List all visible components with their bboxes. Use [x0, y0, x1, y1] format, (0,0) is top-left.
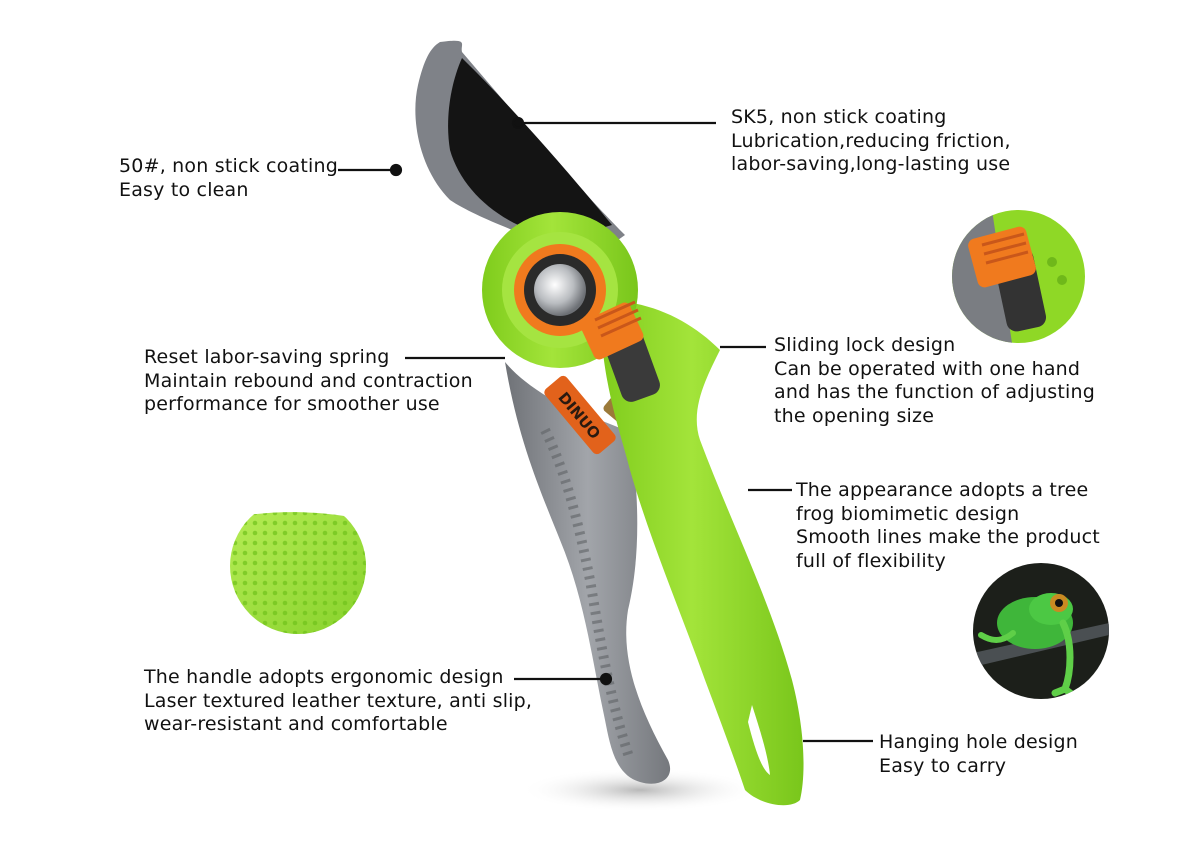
callout-line: Smooth lines make the product	[796, 526, 1100, 548]
callout-line: Maintain rebound and contraction	[144, 369, 473, 392]
callout-blade-lower: 50#, non stick coating Easy to clean	[119, 155, 338, 202]
callout-line: 50#, non stick coating	[119, 155, 338, 177]
callout-line: Hanging hole design	[879, 731, 1078, 753]
leader-lines	[338, 116, 873, 743]
callout-line: Can be operated with one hand	[774, 357, 1081, 380]
callout-handle: The handle adopts ergonomic design Laser…	[144, 666, 532, 737]
callout-line: Sliding lock design	[774, 334, 956, 356]
callout-line: Easy to carry	[879, 754, 1007, 777]
callout-line: SK5, non stick coating	[731, 106, 947, 128]
cutting-blade	[448, 58, 612, 233]
callout-blade-upper: SK5, non stick coating Lubrication,reduc…	[731, 106, 1011, 177]
callout-line: wear-resistant and comfortable	[144, 713, 448, 735]
callout-line: Easy to clean	[119, 178, 249, 201]
callout-line: frog biomimetic design	[796, 502, 1020, 525]
callout-line: performance for smoother use	[144, 393, 440, 415]
callout-spring: Reset labor-saving spring Maintain rebou…	[144, 346, 473, 417]
product-shadow	[520, 768, 760, 812]
callout-line: and has the function of adjusting	[774, 381, 1095, 403]
handle-texture-inset	[230, 498, 366, 634]
callout-lock: Sliding lock design Can be operated with…	[774, 334, 1095, 428]
tree-frog-inset	[973, 563, 1109, 699]
callout-line: Reset labor-saving spring	[144, 346, 390, 368]
callout-hanging: Hanging hole design Easy to carry	[879, 731, 1078, 778]
pivot-bolt	[534, 264, 586, 316]
callout-line: Lubrication,reducing friction,	[731, 129, 1011, 152]
hanging-hole	[748, 705, 770, 775]
gray-handle-grip	[540, 427, 635, 762]
gray-handle	[505, 362, 671, 784]
callout-line: the opening size	[774, 404, 935, 427]
callout-line: full of flexibility	[796, 549, 946, 572]
callout-appearance: The appearance adopts a tree frog biomim…	[796, 479, 1100, 573]
green-handle	[600, 300, 804, 806]
callout-line: Laser textured leather texture, anti sli…	[144, 689, 533, 712]
callout-line: The handle adopts ergonomic design	[144, 666, 504, 688]
callout-line: The appearance adopts a tree	[796, 479, 1089, 501]
callout-line: labor-saving,long-lasting use	[731, 153, 1011, 175]
sliding-lock-inset	[952, 210, 1085, 343]
